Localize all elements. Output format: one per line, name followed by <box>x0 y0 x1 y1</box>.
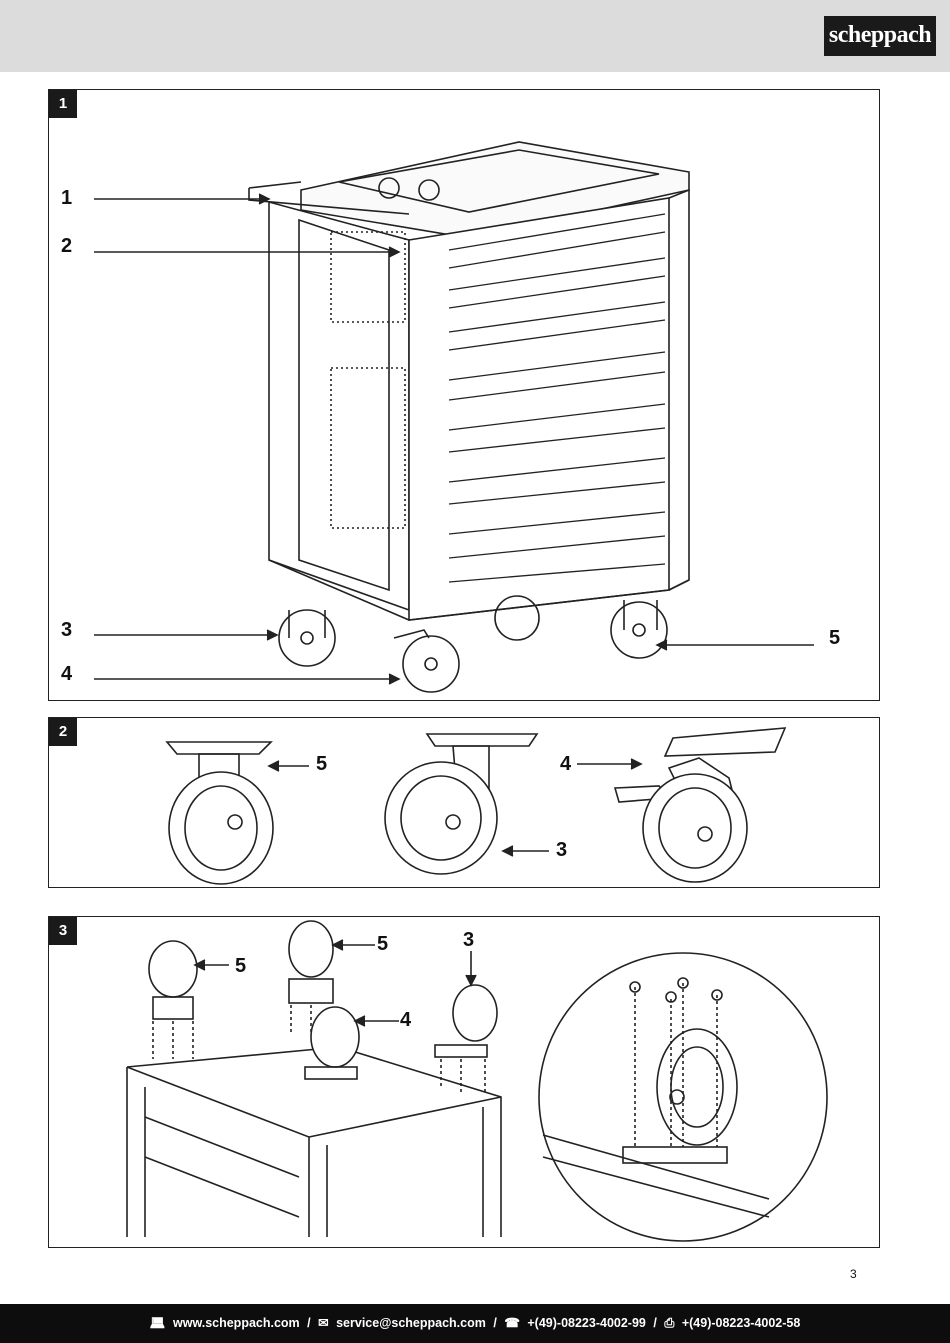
callout-brake-caster: 4 <box>61 663 73 685</box>
callout-handle: 1 <box>61 187 73 209</box>
page-number: 3 <box>850 1267 857 1281</box>
callout-fixed-caster-3a: 5 <box>235 955 247 977</box>
callout-fixed-caster-2: 5 <box>316 753 328 775</box>
callout-swivel-caster-2: 3 <box>556 839 568 861</box>
figure-1-panel: 1 <box>48 89 880 701</box>
figure-2-panel: 2 5 3 4 <box>48 717 880 888</box>
fax-icon: ⎙ <box>664 1316 675 1330</box>
callout-swivel-caster: 3 <box>61 619 73 641</box>
callout-lock: 2 <box>61 235 73 257</box>
callout-fixed-caster: 5 <box>829 627 841 649</box>
footer-separator-2: / <box>493 1316 497 1330</box>
callout-fixed-caster-3b: 5 <box>377 933 389 955</box>
email-icon: ✉ <box>318 1316 329 1330</box>
footer-fax: +(49)-08223-4002-58 <box>681 1316 801 1330</box>
footer-separator-3: / <box>653 1316 657 1330</box>
header-band <box>0 0 950 72</box>
footer-separator-1: / <box>307 1316 311 1330</box>
figure-2-number: 2 <box>49 718 77 746</box>
figure-1-number: 1 <box>49 90 77 118</box>
scheppach-logo: scheppach <box>824 16 936 56</box>
callout-brake-caster-2: 4 <box>560 753 572 775</box>
figure-3-number: 3 <box>49 917 77 945</box>
footer-phone: +(49)-08223-4002-99 <box>527 1316 646 1330</box>
computer-icon: 💻︎ <box>149 1316 166 1330</box>
phone-icon: ☎ <box>504 1316 520 1330</box>
casters-drawing <box>165 727 787 885</box>
callout-swivel-caster-3: 3 <box>463 929 475 951</box>
tool-trolley-drawing <box>94 141 814 693</box>
footer-email[interactable]: service@scheppach.com <box>336 1316 486 1330</box>
callout-brake-caster-3: 4 <box>400 1009 412 1031</box>
caster-mounting-drawing <box>126 920 828 1242</box>
figure-3-panel: 3 5 5 3 4 <box>48 916 880 1248</box>
footer-website[interactable]: www.scheppach.com <box>173 1316 300 1330</box>
footer-contact-bar: 💻︎ www.scheppach.com / ✉ service@scheppa… <box>0 1304 950 1343</box>
